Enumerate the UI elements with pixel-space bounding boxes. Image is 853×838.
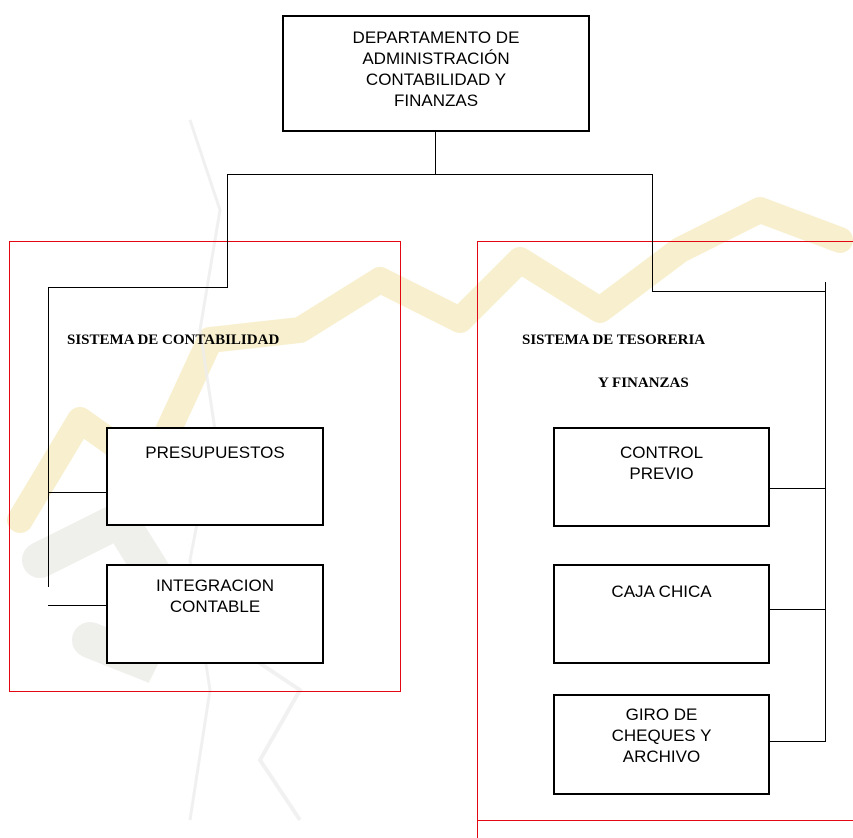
connector-right-step [652,291,826,292]
connector-left-step [48,287,228,288]
node-departamento: DEPARTAMENTO DE ADMINISTRACIÓN CONTABILI… [282,15,590,132]
connector-right-down [652,174,653,292]
connector-top-down [435,131,436,175]
node-presupuestos: PRESUPUESTOS [106,427,324,526]
node-presupuestos-label: PRESUPUESTOS [145,443,285,462]
connector-giro-cheques [769,741,826,742]
node-caja-chica: CAJA CHICA [553,564,770,664]
right-section-title-line1: SISTEMA DE TESORERIA [522,332,706,348]
left-section-border-left [9,241,10,692]
right-section-border-top [477,241,853,242]
left-section-border-bottom [9,691,401,692]
node-caja-chica-label: CAJA CHICA [611,582,712,601]
left-section-border-top [9,241,401,242]
connector-presupuestos [48,492,107,493]
node-integracion-label: INTEGRACION CONTABLE [155,576,275,616]
node-integracion-contable: INTEGRACION CONTABLE [106,564,324,664]
connector-right-spine [825,282,826,742]
connector-left-down [227,174,228,288]
node-giro-cheques: GIRO DE CHEQUES Y ARCHIVO [553,694,770,795]
right-section-title-line2: Y FINANZAS [598,375,689,391]
right-section-border-left [477,241,478,838]
node-control-previo-label: CONTROL PREVIO [619,443,704,483]
connector-caja-chica [769,609,826,610]
connector-control-previo [769,488,826,489]
connector-left-spine [48,287,49,587]
connector-integracion [48,605,107,606]
left-section-border-right [400,241,401,692]
connector-horizontal-branch [227,174,652,175]
node-giro-cheques-label: GIRO DE CHEQUES Y ARCHIVO [611,705,712,766]
node-control-previo: CONTROL PREVIO [553,427,770,527]
right-section-border-bottom [477,820,853,821]
left-section-title: SISTEMA DE CONTABILIDAD [67,332,280,348]
node-departamento-label: DEPARTAMENTO DE ADMINISTRACIÓN CONTABILI… [352,28,520,110]
